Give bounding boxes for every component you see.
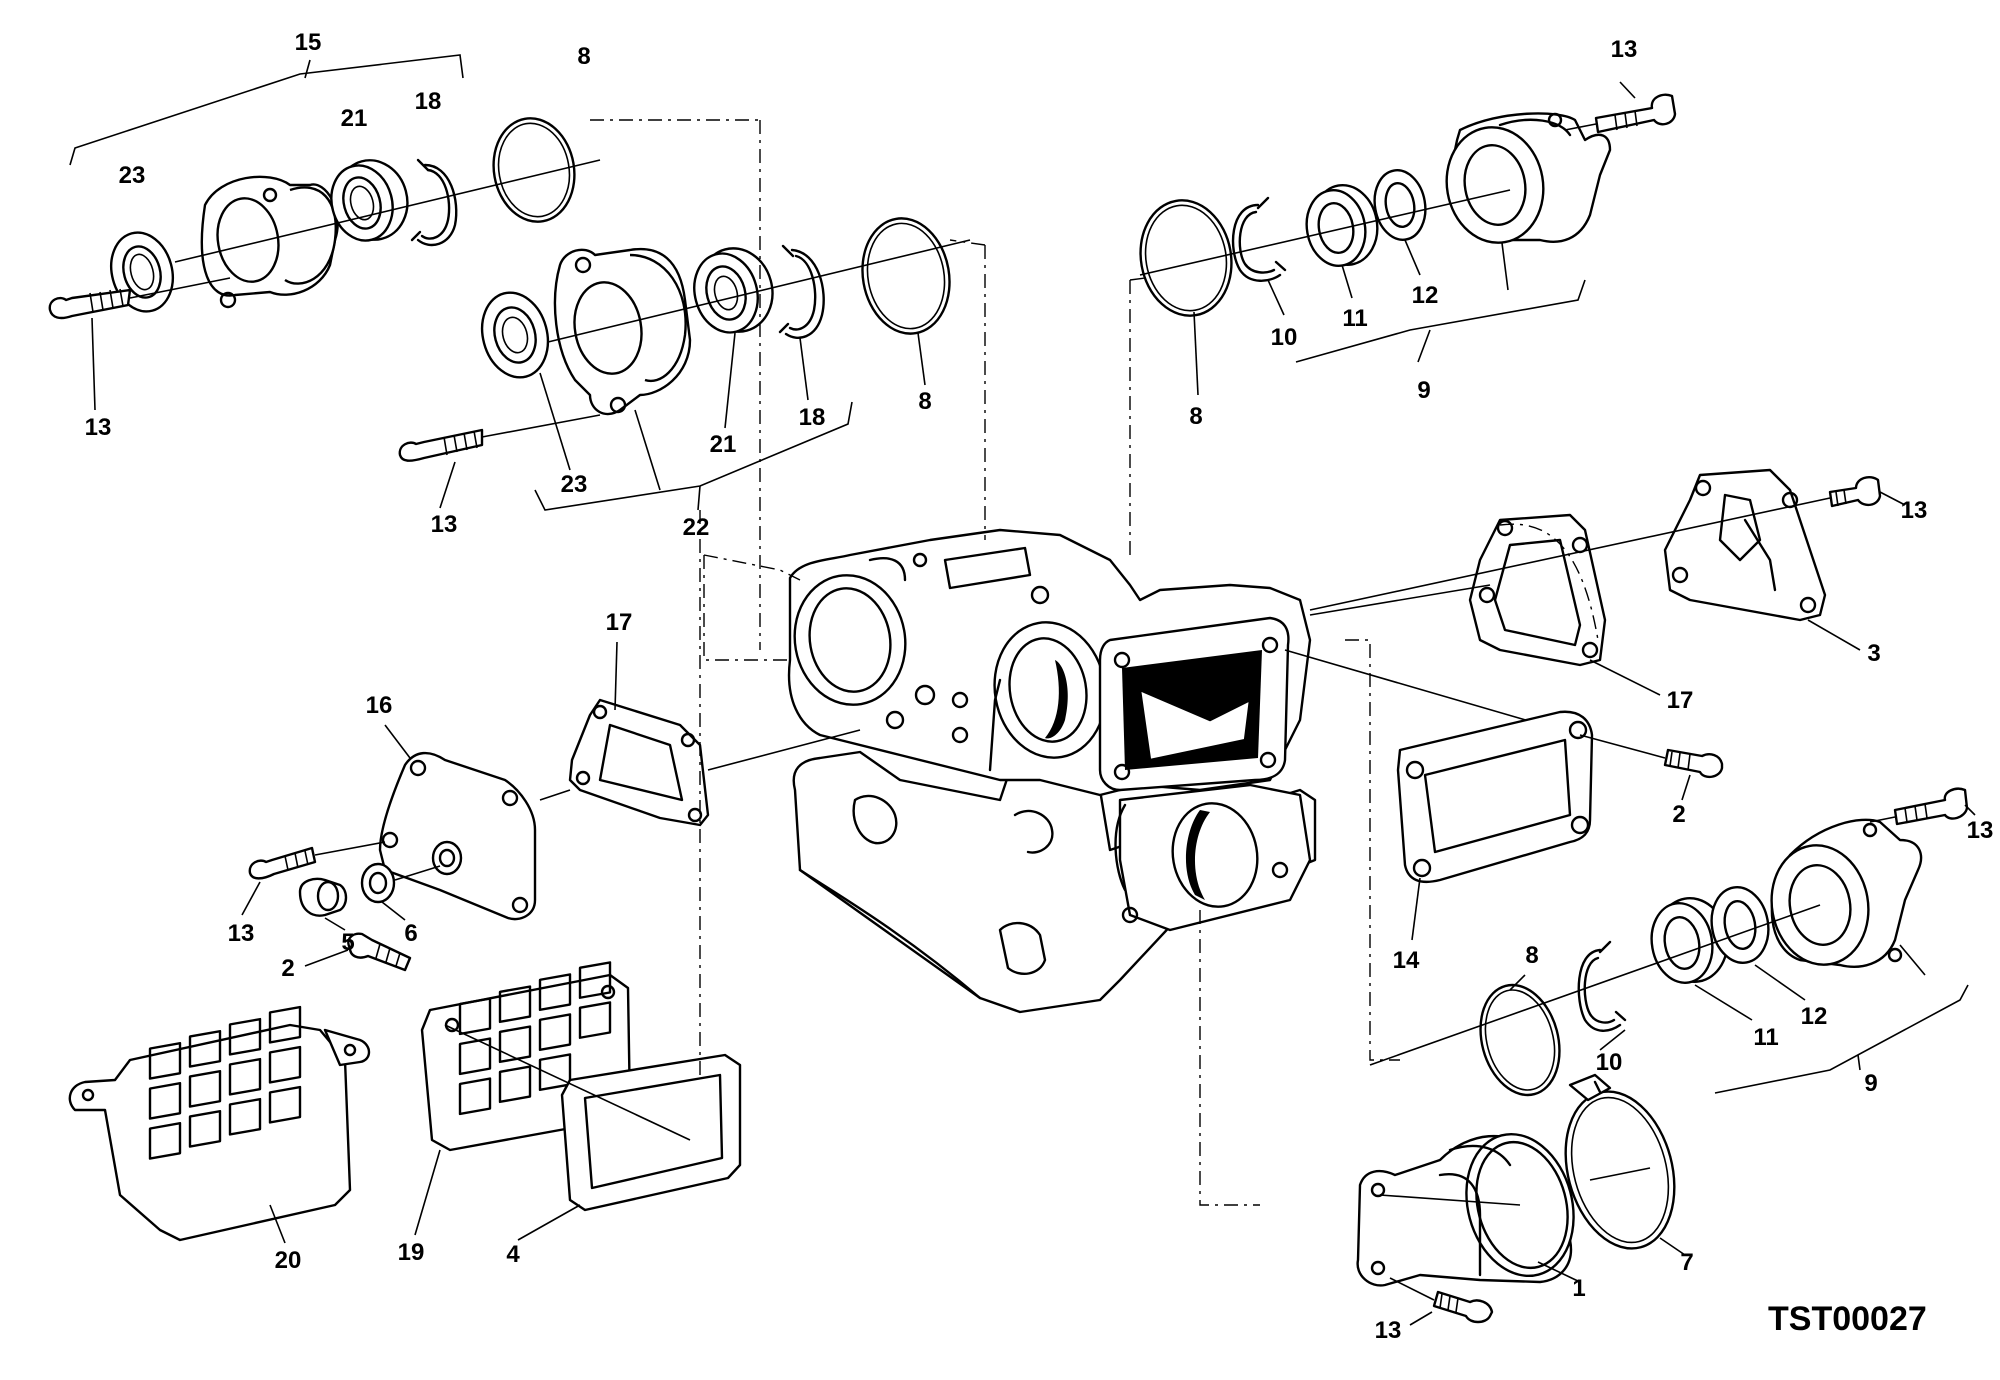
washer-6 bbox=[360, 862, 441, 921]
bolt-13-right-cover bbox=[1309, 476, 1906, 611]
callout-18: 18 bbox=[415, 88, 442, 115]
callout-2: 2 bbox=[1672, 801, 1685, 828]
bearing-11-top bbox=[1305, 184, 1379, 267]
callout-11: 11 bbox=[1342, 305, 1367, 332]
clamp-7 bbox=[1564, 1073, 1686, 1256]
callout-23: 23 bbox=[561, 471, 588, 498]
bearing-housing-top-left bbox=[200, 175, 339, 309]
drawing-code-label: TST00027 bbox=[1768, 1300, 1927, 1338]
callout-6: 6 bbox=[404, 920, 417, 947]
callout-13: 13 bbox=[85, 414, 112, 441]
bolt-13-bottom-right bbox=[1869, 787, 1976, 826]
callout-3: 3 bbox=[1867, 640, 1880, 667]
callout-12: 12 bbox=[1412, 282, 1439, 309]
bearing-housing-top-right bbox=[1445, 112, 1612, 244]
gasket-17-right bbox=[1468, 513, 1607, 667]
bearing-group-9-bottom bbox=[1369, 787, 1976, 1097]
callout-10: 10 bbox=[1271, 324, 1298, 351]
callout-8: 8 bbox=[918, 388, 931, 415]
bearing-housing-bottom-right bbox=[1770, 818, 1923, 968]
gearbox-housing bbox=[787, 528, 1317, 1014]
bolt-2-lower-left bbox=[304, 932, 412, 972]
callout-14: 14 bbox=[1393, 947, 1420, 974]
cover-14 bbox=[1396, 710, 1594, 941]
bolt-13-top-left bbox=[48, 277, 231, 411]
callout-11: 11 bbox=[1753, 1024, 1778, 1051]
callout-7: 7 bbox=[1680, 1249, 1693, 1276]
seal-23-mid bbox=[480, 291, 550, 379]
callout-17: 17 bbox=[1667, 687, 1694, 714]
callout-8: 8 bbox=[1189, 403, 1202, 430]
callout-2: 2 bbox=[281, 955, 294, 982]
gasket-4 bbox=[517, 1053, 742, 1241]
callout-13: 13 bbox=[1611, 36, 1638, 63]
bearing-21-top bbox=[330, 159, 409, 242]
callout-8: 8 bbox=[1525, 942, 1538, 969]
bearing-group-9-top bbox=[1139, 81, 1677, 396]
gasket-17-left bbox=[568, 641, 710, 827]
grid-cover-20 bbox=[68, 1005, 371, 1244]
callout-20: 20 bbox=[275, 1247, 302, 1274]
plug-5 bbox=[298, 877, 348, 931]
cover-16 bbox=[378, 724, 861, 921]
bolt-13-left-cover bbox=[241, 841, 386, 916]
bolt-13-mid bbox=[398, 414, 601, 509]
callout-9: 9 bbox=[1417, 377, 1430, 404]
callout-21: 21 bbox=[341, 105, 368, 132]
callout-10: 10 bbox=[1596, 1049, 1623, 1076]
callout-5: 5 bbox=[341, 929, 354, 956]
callout-18: 18 bbox=[799, 404, 826, 431]
bolt-13-bottom bbox=[1389, 1277, 1494, 1326]
race-12-bottom bbox=[1710, 886, 1770, 964]
callout-8: 8 bbox=[577, 43, 590, 70]
callout-13: 13 bbox=[1375, 1317, 1402, 1344]
callout-9: 9 bbox=[1864, 1070, 1877, 1097]
bolt-2-right bbox=[1579, 734, 1724, 801]
callout-16: 16 bbox=[366, 692, 393, 719]
callout-15: 15 bbox=[295, 29, 322, 56]
callout-13: 13 bbox=[228, 920, 255, 947]
callout-13: 13 bbox=[1901, 497, 1928, 524]
elbow-1 bbox=[1356, 1132, 1581, 1287]
callout-22: 22 bbox=[683, 514, 710, 541]
callout-4: 4 bbox=[506, 1241, 520, 1268]
bolt-13-top-right bbox=[1564, 81, 1677, 134]
bearing-group-22 bbox=[398, 217, 971, 511]
callout-23: 23 bbox=[119, 162, 146, 189]
callout-12: 12 bbox=[1801, 1003, 1828, 1030]
callout-21: 21 bbox=[710, 431, 737, 458]
callout-19: 19 bbox=[398, 1239, 425, 1266]
callout-13: 13 bbox=[1967, 817, 1994, 844]
race-12-top bbox=[1373, 169, 1427, 241]
bearing-group-15 bbox=[48, 54, 601, 411]
callout-13: 13 bbox=[431, 511, 458, 538]
callout-1: 1 bbox=[1572, 1275, 1585, 1302]
bearing-21-mid bbox=[693, 247, 774, 334]
callout-17: 17 bbox=[606, 609, 633, 636]
bearing-11-bottom bbox=[1650, 896, 1729, 984]
bearing-housing-mid bbox=[553, 247, 692, 416]
